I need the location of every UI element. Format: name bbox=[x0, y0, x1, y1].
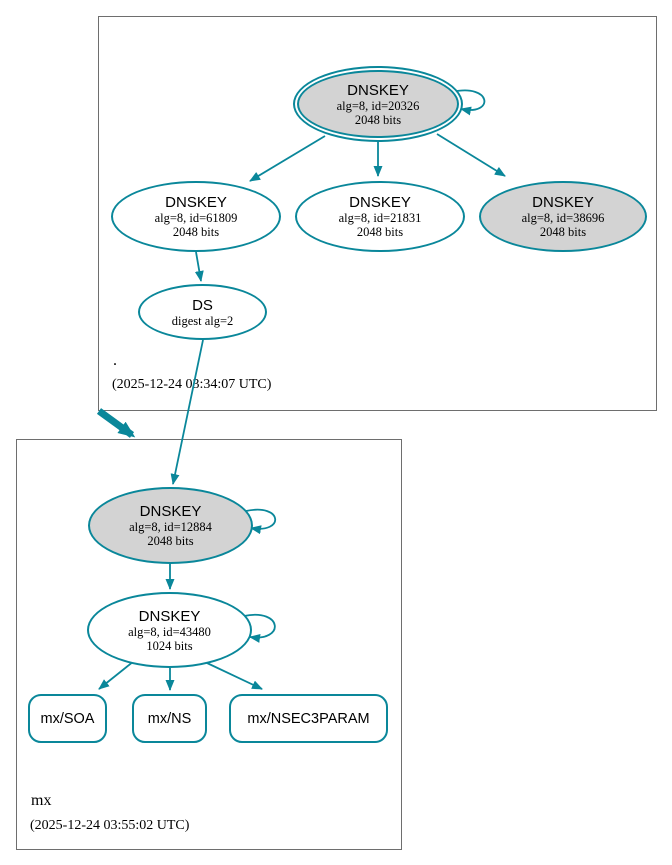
node-title: DNSKEY bbox=[532, 194, 594, 211]
edge-dnskey43480-to-mx-nsec3param bbox=[206, 662, 263, 690]
node-title: DNSKEY bbox=[349, 194, 411, 211]
zone-label-mx: mx bbox=[31, 792, 52, 809]
node-dnskey-21831[interactable]: DNSKEY alg=8, id=21831 2048 bits bbox=[295, 181, 465, 252]
node-detail: digest alg=2 bbox=[171, 313, 234, 328]
node-rrset-mx-soa[interactable]: mx/SOA bbox=[28, 694, 107, 743]
node-dnskey-20326-trust-anchor[interactable]: DNSKEY alg=8, id=20326 2048 bits bbox=[293, 66, 463, 142]
edge-dnskey43480-to-mx-soa bbox=[98, 660, 135, 690]
node-dnskey-43480[interactable]: DNSKEY alg=8, id=43480 1024 bits bbox=[87, 592, 252, 668]
zone-box-root bbox=[98, 16, 657, 411]
rrset-label: mx/NS bbox=[147, 710, 192, 727]
node-rrset-mx-nsec3param[interactable]: mx/NSEC3PARAM bbox=[229, 694, 388, 743]
edge-ksk20326-to-dnskey38696 bbox=[436, 133, 506, 177]
node-detail: 2048 bits bbox=[354, 112, 402, 127]
edge-dnskey43480-self-loop bbox=[243, 613, 276, 643]
rrset-label: mx/NSEC3PARAM bbox=[247, 710, 370, 727]
node-title: DNSKEY bbox=[138, 607, 201, 625]
node-detail: alg=8, id=61809 bbox=[154, 211, 238, 225]
edge-delegation-root-to-mx bbox=[96, 408, 136, 438]
node-detail: 2048 bits bbox=[147, 534, 194, 548]
zone-timestamp-root: (2025-12-24 03:34:07 UTC) bbox=[112, 377, 272, 392]
edge-ksk20326-to-dnskey61809 bbox=[249, 135, 326, 182]
node-detail: alg=8, id=21831 bbox=[338, 211, 422, 225]
zone-timestamp-mx: (2025-12-24 03:55:02 UTC) bbox=[30, 818, 190, 833]
node-dnskey-20326-inner-ring: DNSKEY alg=8, id=20326 2048 bits bbox=[297, 70, 459, 138]
node-detail: alg=8, id=20326 bbox=[336, 98, 420, 113]
node-detail: alg=8, id=43480 bbox=[128, 624, 211, 639]
node-title: DNSKEY bbox=[165, 194, 227, 211]
zone-label-root: . bbox=[113, 352, 117, 369]
node-dnskey-38696[interactable]: DNSKEY alg=8, id=38696 2048 bits bbox=[479, 181, 647, 252]
node-rrset-mx-ns[interactable]: mx/NS bbox=[132, 694, 207, 743]
node-title: DS bbox=[192, 296, 213, 314]
rrset-label: mx/SOA bbox=[40, 710, 95, 727]
node-ds-root[interactable]: DS digest alg=2 bbox=[138, 284, 267, 340]
edge-dnskey61809-to-ds bbox=[194, 251, 204, 282]
node-detail: 2048 bits bbox=[356, 225, 404, 239]
node-detail: 2048 bits bbox=[539, 225, 587, 239]
zone-box-mx bbox=[16, 439, 402, 850]
node-detail: 1024 bits bbox=[146, 638, 193, 653]
node-title: DNSKEY bbox=[347, 81, 409, 99]
node-detail: 2048 bits bbox=[172, 225, 220, 239]
node-title: DNSKEY bbox=[139, 503, 202, 520]
node-dnskey-61809[interactable]: DNSKEY alg=8, id=61809 2048 bits bbox=[111, 181, 281, 252]
node-dnskey-12884[interactable]: DNSKEY alg=8, id=12884 2048 bits bbox=[88, 487, 253, 564]
node-detail: alg=8, id=38696 bbox=[521, 211, 605, 225]
edge-ds-to-dnskey12884 bbox=[170, 339, 204, 485]
edge-dnskey12884-self-loop bbox=[245, 508, 277, 535]
edge-ksk20326-self-loop bbox=[451, 89, 486, 116]
node-detail: alg=8, id=12884 bbox=[129, 520, 212, 534]
